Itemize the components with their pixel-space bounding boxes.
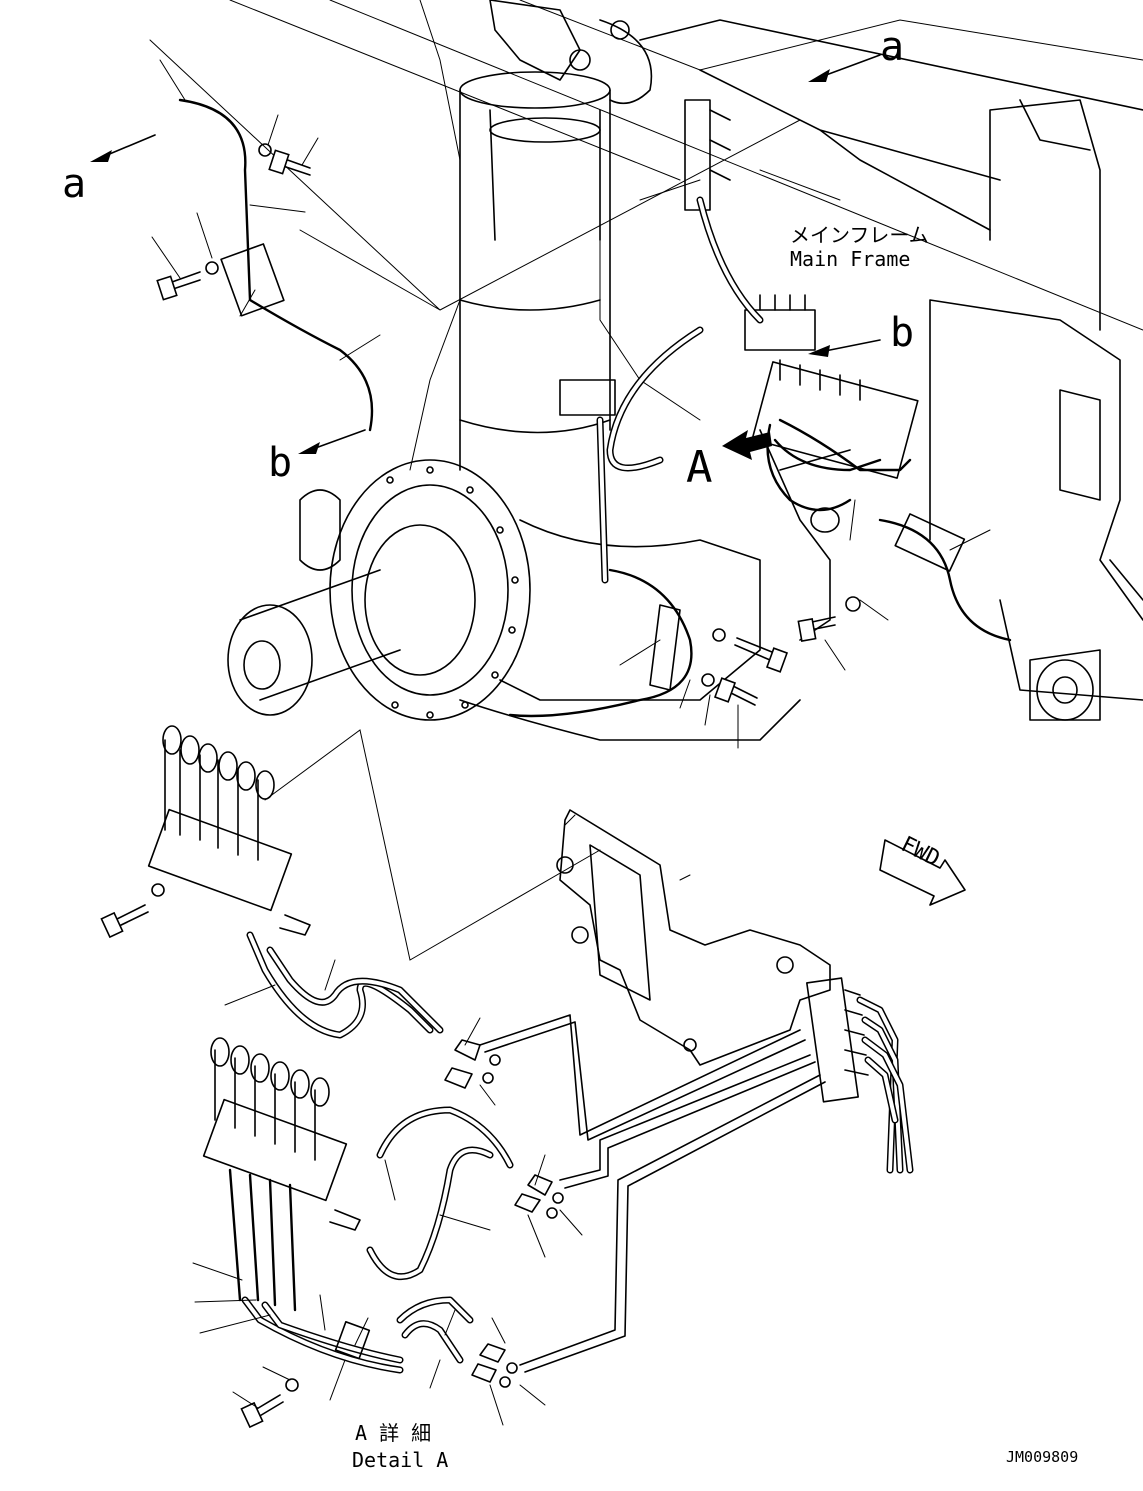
view-arrow-b-lower	[298, 429, 366, 454]
view-arrow-A	[722, 430, 772, 460]
detail-routing-tubes	[479, 1014, 826, 1373]
upper-grease-tubes	[178, 98, 1012, 718]
washer-icon	[701, 673, 715, 687]
bolt-icon	[240, 1394, 284, 1429]
view-label-a-upper: a	[880, 24, 904, 70]
main-frame-label-en: Main Frame	[790, 247, 910, 271]
main-frame-outline	[149, 0, 1143, 701]
washer-icon	[205, 261, 219, 275]
detail-right-manifold	[806, 977, 914, 1174]
washer-icon	[151, 883, 165, 897]
upper-grease-manifold	[559, 99, 919, 512]
washer-icon	[712, 628, 726, 642]
bolt-icon	[713, 677, 758, 706]
view-label-b-lower: b	[268, 440, 292, 486]
detail-distributor-lower	[202, 1037, 514, 1429]
detail-distributor-upper	[100, 725, 444, 1039]
washer-icon	[285, 1378, 299, 1392]
axle-hub	[227, 459, 801, 741]
detail-leader-lines	[192, 729, 601, 1426]
clamp-plate	[649, 604, 681, 691]
main-frame-label-jp: メインフレーム	[790, 223, 929, 247]
detail-elbow-fittings	[444, 1039, 564, 1388]
view-label-A: A	[686, 442, 713, 493]
cylinder-column	[459, 0, 653, 471]
view-arrow-b-upper	[808, 339, 881, 357]
bolt-icon	[797, 616, 836, 642]
drawing-id: JM009809	[1006, 1448, 1078, 1466]
upper-leader-lines	[151, 59, 991, 749]
bolt-icon	[268, 149, 311, 176]
bolt-icon	[156, 271, 201, 301]
bolt-icon	[100, 904, 149, 939]
view-arrow-a-lower	[90, 134, 156, 162]
detail-a-label-jp: A 詳 細	[355, 1421, 431, 1445]
fwd-arrow-icon	[879, 839, 966, 906]
washer-icon	[258, 143, 272, 157]
view-arrow-a-upper	[808, 54, 881, 82]
view-label-a-lower: a	[62, 161, 86, 207]
hub-bolt-ring	[386, 466, 519, 719]
detail-a-label-en: Detail A	[352, 1448, 448, 1472]
bolt-icon	[734, 637, 789, 673]
upper-fasteners	[156, 143, 861, 706]
view-label-b-upper: b	[890, 310, 914, 356]
detail-mounting-plate	[556, 809, 831, 1066]
washer-icon	[845, 596, 861, 612]
